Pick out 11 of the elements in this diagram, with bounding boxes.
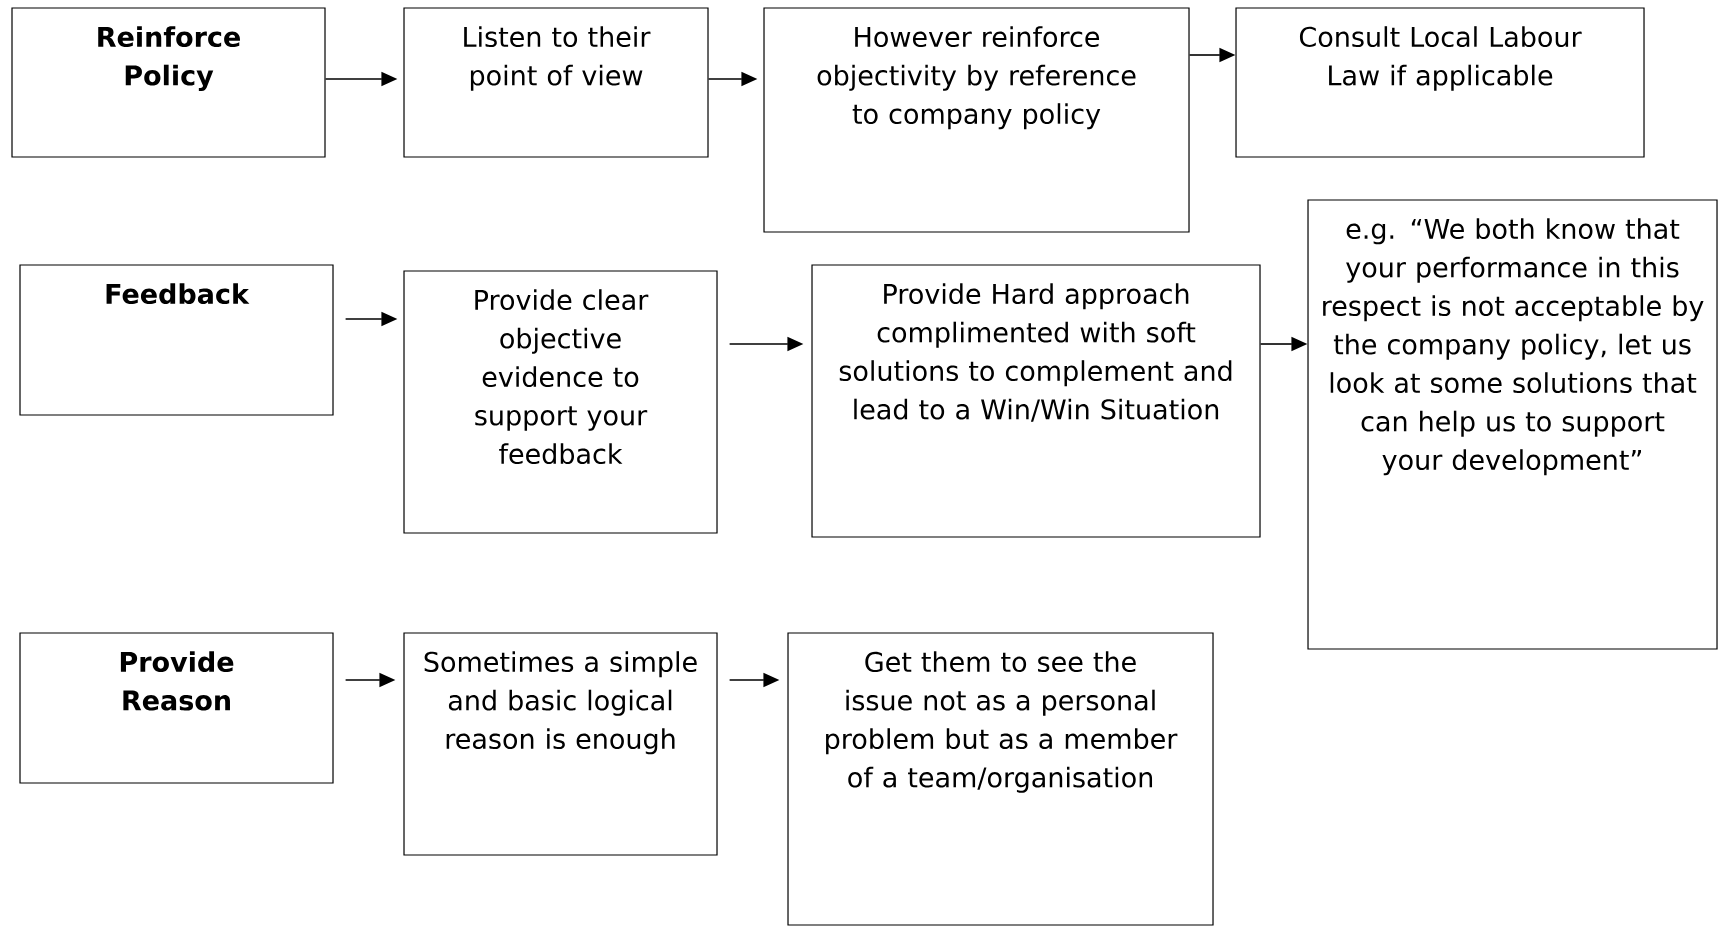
process-box: Provide Hard approach complimented with soft solutions to complement and lead to a Win/Win Situation [811, 264, 1261, 538]
process-box: e.g. “We both know that your performance in this respect is not acceptable by the company policy, let us look at some solutions that can help us to support your development” [1307, 199, 1718, 650]
heading-box: Feedback [19, 264, 334, 416]
process-box: Get them to see the issue not as a personal problem but as a member of a team/organisation [787, 632, 1214, 926]
heading-box: Reinforce Policy [11, 7, 326, 158]
process-box: Provide clear objective evidence to support your feedback [403, 270, 718, 534]
process-box: Listen to their point of view [403, 7, 709, 158]
process-box: Sometimes a simple and basic logical reason is enough [403, 632, 718, 856]
heading-box: Provide Reason [19, 632, 334, 784]
process-box: Consult Local Labour Law if applicable [1235, 7, 1645, 158]
process-box: However reinforce objectivity by reference to company policy [763, 7, 1190, 233]
